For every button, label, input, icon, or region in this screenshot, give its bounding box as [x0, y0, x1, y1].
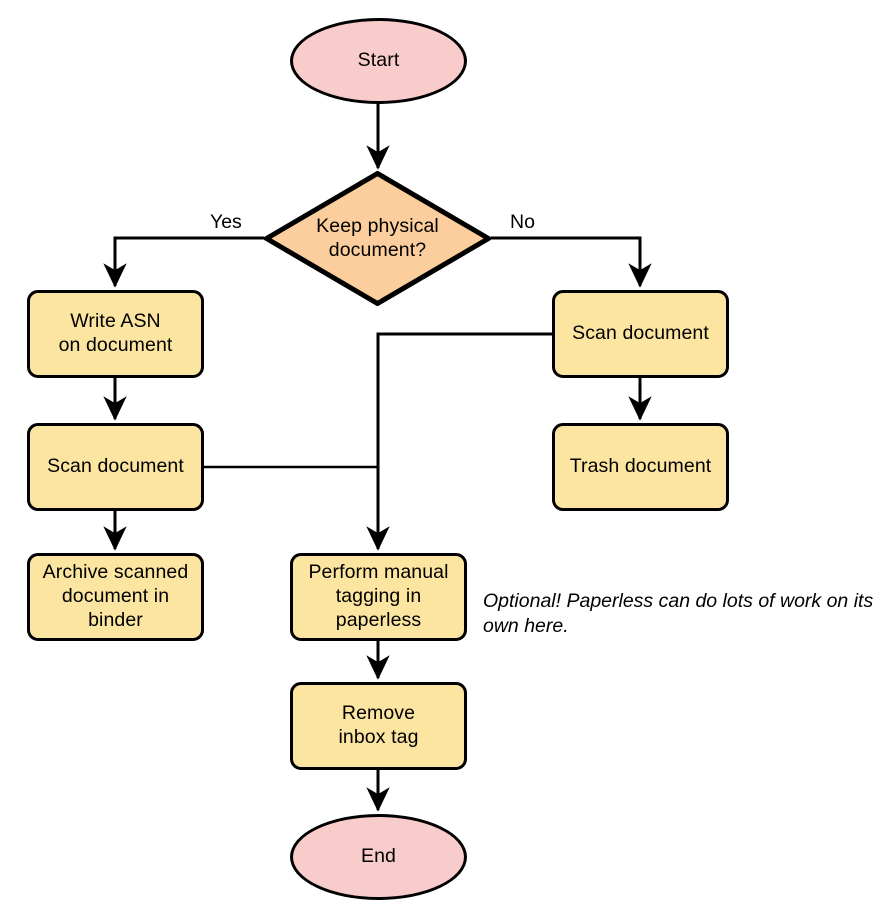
node-manual-tagging-label: Perform manual tagging in paperless — [308, 561, 449, 631]
edge-decision-no-to-scan-right — [491, 236, 652, 288]
node-trash-document[interactable]: Trash document — [552, 423, 729, 511]
edge-label-no-text: No — [510, 211, 535, 233]
node-write-asn[interactable]: Write ASN on document — [27, 290, 204, 378]
node-archive-in-binder[interactable]: Archive scanned document in binder — [27, 553, 204, 641]
edge-label-no: No — [510, 211, 535, 234]
node-remove-inbox-tag[interactable]: Remove inbox tag — [290, 682, 467, 770]
annotation-optional-note: Optional! Paperless can do lots of work … — [483, 589, 883, 639]
edge-decision-yes-to-write-asn — [103, 236, 264, 288]
edge-label-yes-text: Yes — [210, 211, 242, 233]
node-end[interactable]: End — [290, 814, 467, 900]
edge-scan-right-to-manual-tagging — [366, 332, 552, 551]
node-keep-physical-document-label: Keep physical document? — [316, 214, 439, 261]
node-remove-inbox-tag-label: Remove inbox tag — [338, 702, 419, 748]
node-start[interactable]: Start — [290, 18, 467, 104]
node-start-label: Start — [357, 49, 400, 72]
node-archive-in-binder-label: Archive scanned document in binder — [42, 561, 189, 631]
node-scan-document-right[interactable]: Scan document — [552, 290, 729, 378]
annotation-optional-note-text: Optional! Paperless can do lots of work … — [483, 590, 874, 637]
node-keep-physical-document[interactable]: Keep physical document? — [264, 171, 491, 306]
node-scan-document-right-label: Scan document — [572, 322, 709, 345]
node-write-asn-label: Write ASN on document — [58, 310, 173, 356]
node-end-label: End — [361, 845, 396, 868]
diamond-shape — [264, 171, 491, 306]
node-scan-document-left-label: Scan document — [47, 455, 184, 478]
node-scan-document-left[interactable]: Scan document — [27, 423, 204, 511]
node-trash-document-label: Trash document — [569, 455, 712, 478]
edge-label-yes: Yes — [210, 211, 242, 234]
node-manual-tagging[interactable]: Perform manual tagging in paperless — [290, 553, 467, 641]
